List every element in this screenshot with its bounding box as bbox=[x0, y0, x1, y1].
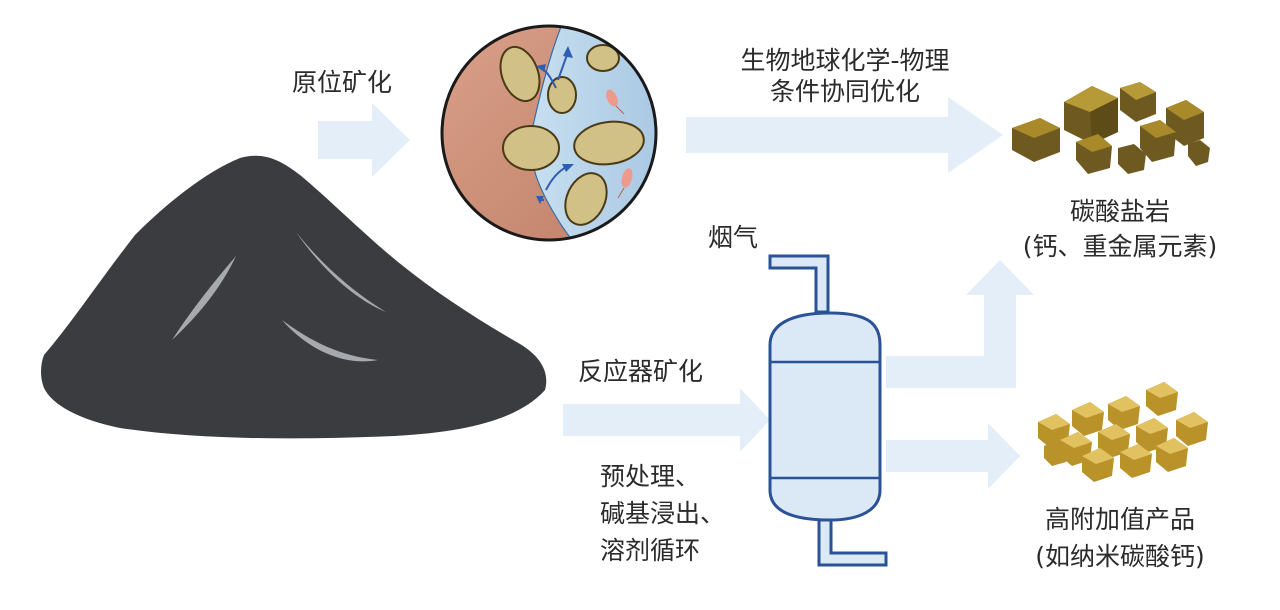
arrow-insitu bbox=[318, 103, 410, 177]
label-process-line1: 预处理、 bbox=[600, 462, 701, 491]
arrow-reactor-to-product bbox=[886, 423, 1020, 489]
carbonate-crystal-icon bbox=[1012, 82, 1210, 174]
mineralization-circle-icon bbox=[440, 24, 658, 242]
label-in-situ-mineralization: 原位矿化 bbox=[292, 68, 393, 97]
label-bio-line2: 条件协同优化 bbox=[769, 77, 920, 106]
label-process-line3: 溶剂循环 bbox=[600, 536, 701, 565]
label-high-value-product: 高附加值产品 (如纳米碳酸钙) bbox=[1000, 504, 1240, 572]
arrow-reactor-to-carbonate bbox=[886, 260, 1034, 388]
label-product-title: 高附加值产品 bbox=[1044, 505, 1195, 534]
label-process-steps: 预处理、 碱基浸出、 溶剂循环 bbox=[600, 458, 725, 569]
label-carbonate-sub: (钙、重金属元素) bbox=[1022, 232, 1218, 261]
label-process-line2: 碱基浸出、 bbox=[600, 499, 726, 528]
label-flue-gas: 烟气 bbox=[708, 223, 759, 252]
reactor-vessel-icon bbox=[768, 254, 888, 567]
label-reactor-mineralization: 反应器矿化 bbox=[578, 357, 704, 386]
label-product-sub: (如纳米碳酸钙) bbox=[1035, 542, 1205, 571]
waste-pile-icon bbox=[41, 155, 547, 439]
label-bio-line1: 生物地球化学-物理 bbox=[740, 46, 950, 75]
label-bio-conditions: 生物地球化学-物理 条件协同优化 bbox=[700, 45, 990, 107]
nano-caco3-icon bbox=[1038, 382, 1208, 482]
label-carbonate-rock: 碳酸盐岩 (钙、重金属元素) bbox=[1000, 196, 1240, 262]
arrow-reactor-mineralization bbox=[563, 388, 770, 452]
arrow-to-carbonate bbox=[686, 97, 1003, 173]
label-carbonate-title: 碳酸盐岩 bbox=[1069, 197, 1170, 226]
